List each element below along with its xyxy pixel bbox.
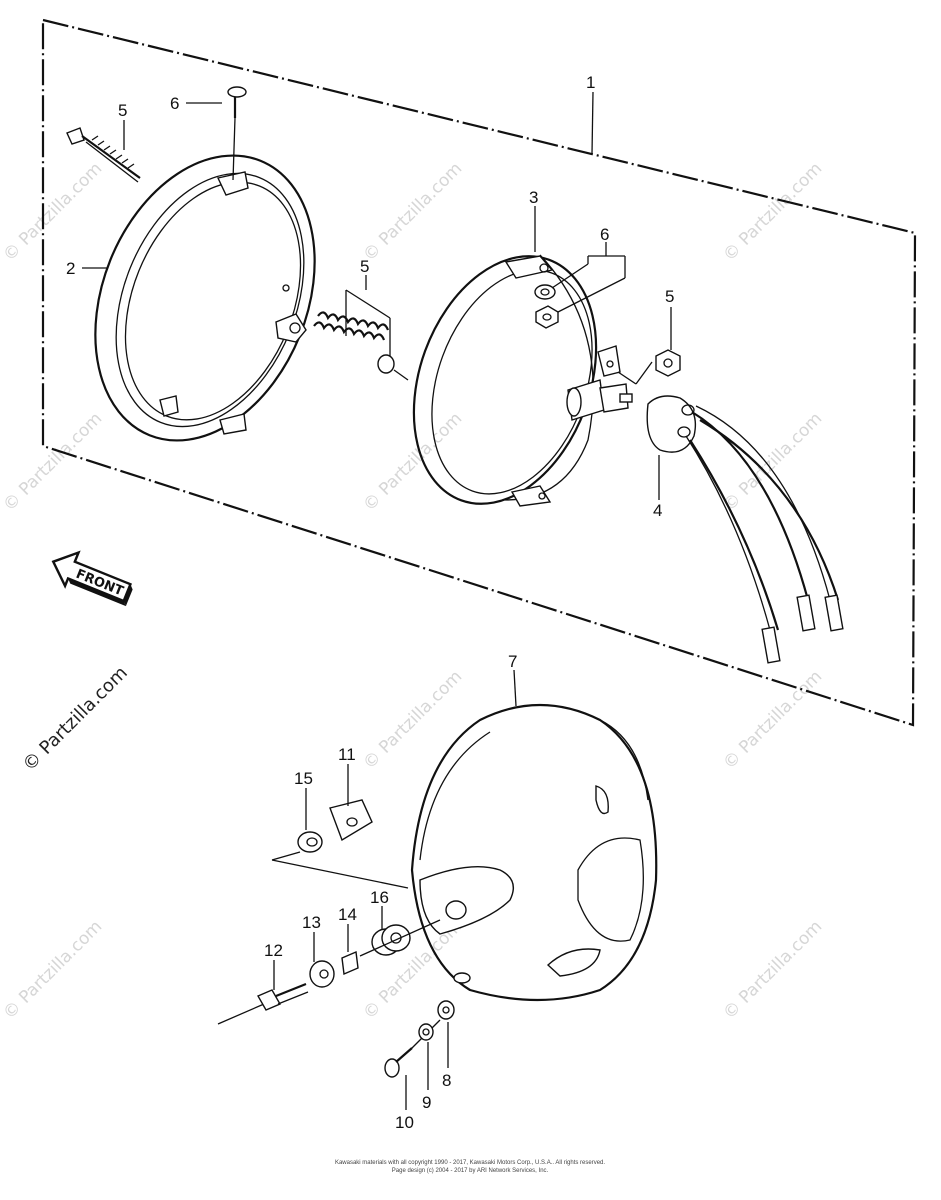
callout-5: 5	[360, 257, 369, 276]
copyright-line-2: Page design (c) 2004 - 2017 by ARI Netwo…	[392, 1168, 549, 1174]
copyright-line-1: Kawasaki materials with all copyright 19…	[335, 1160, 605, 1166]
watermark: © Partzilla.com	[359, 667, 466, 774]
callout-14: 14	[338, 905, 357, 924]
watermark: © Partzilla.com	[719, 409, 826, 516]
watermark: © Partzilla.com	[19, 662, 132, 775]
assembly-boundary	[41, 18, 917, 727]
callout-6: 6	[170, 94, 179, 113]
callout-13: 13	[302, 913, 321, 932]
callout-11: 11	[338, 745, 356, 764]
callout-12: 12	[264, 941, 283, 960]
headlight-rim	[94, 154, 316, 442]
watermark: © Partzilla.com	[0, 917, 106, 1024]
rim-screw	[66, 127, 141, 183]
grommet	[359, 919, 441, 957]
mounting-bolt	[217, 982, 309, 1025]
callout-3: 3	[529, 188, 538, 207]
watermark: © Partzilla.com	[719, 917, 826, 1024]
callout-7: 7	[508, 652, 517, 671]
watermark: © Partzilla.com	[359, 159, 466, 266]
callout-8: 8	[442, 1071, 451, 1090]
callout-9: 9	[422, 1093, 431, 1112]
callout-5: 5	[665, 287, 674, 306]
collar	[271, 831, 409, 889]
copyright-footer: Kawasaki materials with all copyright 19…	[335, 1160, 605, 1174]
mounting-bracket	[329, 799, 373, 842]
watermark: © Partzilla.com	[719, 667, 826, 774]
watermark: © Partzilla.com	[719, 159, 826, 266]
callout-2: 2	[66, 259, 75, 278]
callout-6: 6	[600, 225, 609, 244]
watermark: © Partzilla.com	[0, 159, 106, 266]
callout-15: 15	[294, 769, 313, 788]
bulb-socket-wiring	[646, 395, 844, 664]
headlight-housing	[410, 703, 658, 1002]
small-screw	[384, 1019, 441, 1078]
washer-and-nut	[534, 255, 626, 329]
callout-4: 4	[653, 501, 662, 520]
callout-5: 5	[118, 101, 127, 120]
hex-nut	[617, 349, 681, 385]
watermark: © Partzilla.com	[359, 409, 466, 516]
small-washer	[418, 1023, 434, 1041]
headlight-unit	[412, 254, 633, 507]
front-arrow: FRONT	[51, 550, 133, 607]
adjusting-spring	[313, 289, 409, 381]
leader-lines	[82, 91, 672, 1110]
callout-16: 16	[370, 888, 389, 907]
small-nut	[437, 1000, 455, 1020]
washer	[309, 960, 335, 988]
callout-1: 1	[586, 73, 595, 92]
callouts: 1 2 5 6 3 5 6 5 4 7 11 15 16 14 13 12 8 …	[66, 73, 674, 1132]
callout-10: 10	[395, 1113, 414, 1132]
spacer	[341, 950, 359, 976]
rim-top-screw	[227, 86, 247, 181]
